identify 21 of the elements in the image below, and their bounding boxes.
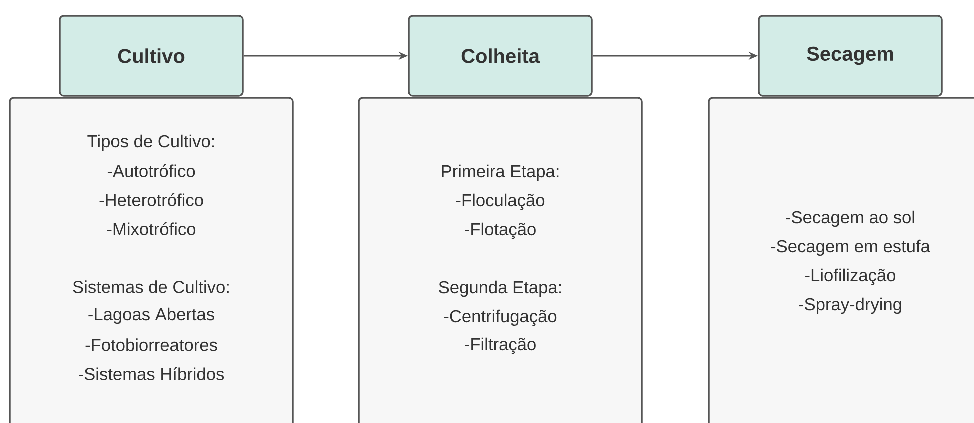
stage-box: Colheita — [408, 15, 593, 97]
list-text: Sistemas de Cultivo: — [73, 280, 229, 294]
list-text: -Secagem ao sol — [786, 210, 914, 228]
stage-box: Secagem — [758, 15, 943, 97]
list-text: Primeira Etapa: — [442, 164, 559, 182]
list-text: -Flotação — [465, 222, 536, 240]
list-text: -Centrifugação — [444, 310, 557, 326]
list-text: -Mixotrófico — [108, 222, 196, 236]
list-text: -Floculação — [456, 194, 545, 210]
list-text: -Fotobiorreatores — [86, 338, 218, 352]
list-text: -Sistemas Híbridos — [79, 368, 224, 380]
list-text: -Autotrófico — [108, 164, 196, 178]
stage-box: Cultivo — [59, 15, 244, 97]
list-text: -Lagoas Abertas — [88, 308, 214, 324]
list-text: -Spray-drying — [799, 298, 902, 314]
list-text: -Filtração — [465, 338, 536, 354]
list-text: Tipos de Cultivo: — [88, 134, 214, 152]
list-text: Segunda Etapa: — [439, 280, 562, 298]
list-text: -Secagem em estufa — [771, 240, 930, 256]
list-text: -Liofilização — [806, 268, 896, 286]
list-text: -Heterotrófico — [100, 194, 204, 206]
